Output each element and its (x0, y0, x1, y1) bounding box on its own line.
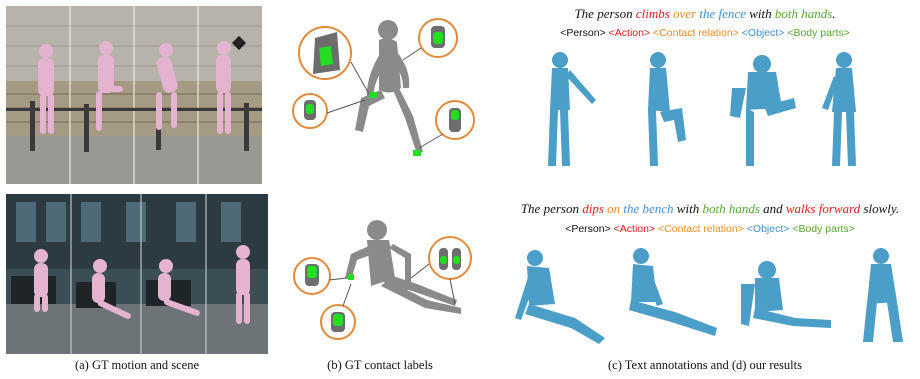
sentence-segment: . (832, 6, 835, 21)
sentence-segment: walks forward (786, 201, 860, 216)
result-meshes-climb (520, 48, 880, 178)
caption-a: (a) GT motion and scene (6, 358, 268, 373)
tag-person: <Person> (560, 27, 606, 39)
tag-object: <Object> (742, 27, 785, 39)
annotation-sentence-1: The person climbs over the fence with bo… (500, 6, 910, 22)
tag-person: <Person> (565, 223, 611, 235)
tag-object: <Object> (747, 223, 790, 235)
sentence-segment: slowly. (860, 201, 899, 216)
contact-labels-figure (285, 8, 475, 353)
tag-body: <Body parts> (787, 27, 849, 39)
tag-contact: <Contact relation> (658, 223, 744, 235)
sentence-segment: on (604, 201, 624, 216)
tag-contact: <Contact relation> (653, 27, 739, 39)
caption-b: (b) GT contact labels (285, 358, 475, 373)
tag-action: <Action> (609, 27, 650, 39)
tag-action: <Action> (614, 223, 655, 235)
sentence-segment: climbs (636, 6, 670, 21)
sentence-segment: The person (521, 201, 582, 216)
sentence-segment: both hands (775, 6, 832, 21)
annotation-sentence-2: The person dips on the bench with both h… (500, 201, 920, 217)
tag-body: <Body parts> (792, 223, 854, 235)
sentence-segment: and (760, 201, 786, 216)
annotation-tags-1: <Person> <Action> <Contact relation> <Ob… (500, 27, 910, 39)
gt-scene-photo-climb (6, 6, 262, 184)
sentence-segment: The person (574, 6, 635, 21)
sentence-segment: over (670, 6, 700, 21)
caption-cd: (c) Text annotations and (d) our results (500, 358, 910, 373)
annotation-tags-2: <Person> <Action> <Contact relation> <Ob… (500, 223, 920, 235)
sentence-segment: dips (582, 201, 604, 216)
sentence-segment: with (674, 201, 703, 216)
gt-scene-photo-dip (6, 194, 268, 354)
sentence-segment: the fence (699, 6, 746, 21)
sentence-segment: with (746, 6, 775, 21)
sentence-segment: both hands (702, 201, 759, 216)
result-meshes-dip (505, 248, 915, 348)
sentence-segment: the bench (623, 201, 673, 216)
